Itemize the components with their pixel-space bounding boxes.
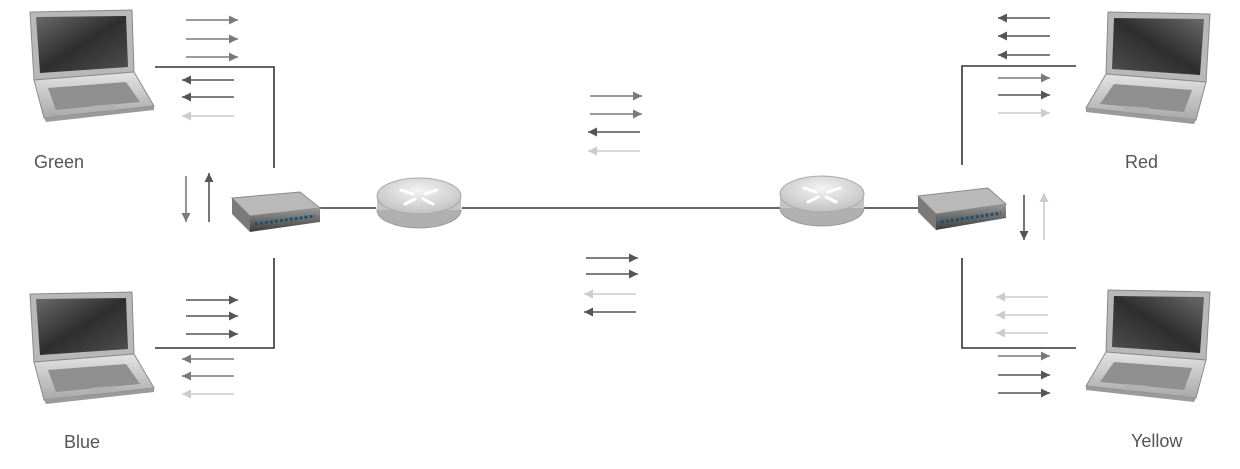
laptop-icon <box>1085 289 1211 403</box>
traffic-arrow <box>186 15 238 25</box>
traffic-arrow <box>182 354 234 364</box>
traffic-arrow <box>182 75 234 85</box>
traffic-arrow <box>586 253 638 263</box>
traffic-arrow <box>996 292 1048 302</box>
host-labels: Green Blue Red Yellow <box>34 152 1183 452</box>
traffic-arrow <box>186 34 238 44</box>
switch-icon <box>230 191 322 232</box>
host-label-red: Red <box>1125 152 1158 172</box>
traffic-arrow <box>186 311 238 321</box>
traffic-arrows <box>181 13 1050 399</box>
traffic-arrow <box>182 371 234 381</box>
laptop-icon <box>1085 11 1211 125</box>
traffic-arrow <box>996 328 1048 338</box>
traffic-arrow <box>998 13 1050 23</box>
traffic-arrow <box>182 111 234 121</box>
host-label-yellow: Yellow <box>1131 431 1183 451</box>
network-links <box>155 65 1076 349</box>
devices <box>29 9 1211 405</box>
traffic-arrow <box>186 329 238 339</box>
traffic-arrow <box>998 90 1050 100</box>
traffic-arrow <box>584 307 636 317</box>
traffic-arrow <box>586 269 638 279</box>
link-green-switch <box>155 66 275 168</box>
traffic-arrow <box>186 52 238 62</box>
laptop-icon <box>29 291 155 405</box>
router-icon <box>778 174 866 228</box>
laptop-icon <box>29 9 155 123</box>
traffic-arrow <box>998 370 1050 380</box>
traffic-arrow <box>590 91 642 101</box>
host-label-green: Green <box>34 152 84 172</box>
switch-icon <box>916 187 1008 230</box>
traffic-arrow <box>1039 193 1049 240</box>
traffic-arrow <box>1019 195 1029 240</box>
link-blue-switch <box>155 258 275 349</box>
traffic-arrow <box>204 173 214 222</box>
router-icon <box>375 176 463 230</box>
traffic-arrow <box>998 73 1050 83</box>
traffic-arrow <box>996 310 1048 320</box>
traffic-arrow <box>590 109 642 119</box>
traffic-arrow <box>181 176 191 222</box>
traffic-arrow <box>998 108 1050 118</box>
traffic-arrow <box>182 92 234 102</box>
link-red-switch <box>961 65 1076 165</box>
traffic-arrow <box>998 388 1050 398</box>
traffic-arrow <box>588 127 640 137</box>
traffic-arrow <box>588 146 640 156</box>
traffic-arrow <box>584 289 636 299</box>
traffic-arrow <box>998 50 1050 60</box>
traffic-arrow <box>186 295 238 305</box>
traffic-arrow <box>998 31 1050 41</box>
link-yellow-switch <box>961 258 1076 349</box>
traffic-arrow <box>998 351 1050 361</box>
traffic-arrow <box>182 389 234 399</box>
host-label-blue: Blue <box>64 432 100 452</box>
